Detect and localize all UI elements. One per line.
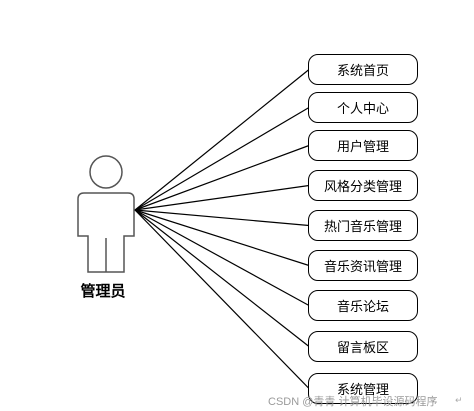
- association-line: [134, 106, 310, 211]
- association-line: [134, 209, 310, 227]
- actor-figure: [77, 155, 135, 273]
- use-case-system-management[interactable]: 系统管理: [308, 373, 418, 404]
- association-line: [134, 209, 310, 347]
- use-case-popular-music-management[interactable]: 热门音乐管理: [308, 210, 418, 241]
- corner-mark: ↵: [455, 396, 463, 406]
- association-line: [134, 209, 310, 307]
- use-case-music-news-management[interactable]: 音乐资讯管理: [308, 250, 418, 281]
- use-case-style-category-management[interactable]: 风格分类管理: [308, 170, 418, 201]
- use-case-message-board[interactable]: 留言板区: [308, 331, 418, 362]
- use-case-user-management[interactable]: 用户管理: [308, 130, 418, 161]
- actor-name: 管理员: [80, 282, 126, 300]
- association-line: [134, 144, 310, 211]
- use-case-personal-center[interactable]: 个人中心: [308, 92, 418, 123]
- watermark: CSDN @青青 计算机毕设源码程序: [268, 396, 438, 408]
- association-lines: [134, 69, 310, 389]
- association-line: [134, 209, 310, 267]
- actor-body: [77, 192, 135, 273]
- use-case-music-forum[interactable]: 音乐论坛: [308, 290, 418, 321]
- association-line: [134, 209, 310, 389]
- use-case-system-home[interactable]: 系统首页: [308, 54, 418, 85]
- association-line: [134, 184, 310, 211]
- association-line: [134, 69, 310, 211]
- actor-head: [89, 155, 123, 189]
